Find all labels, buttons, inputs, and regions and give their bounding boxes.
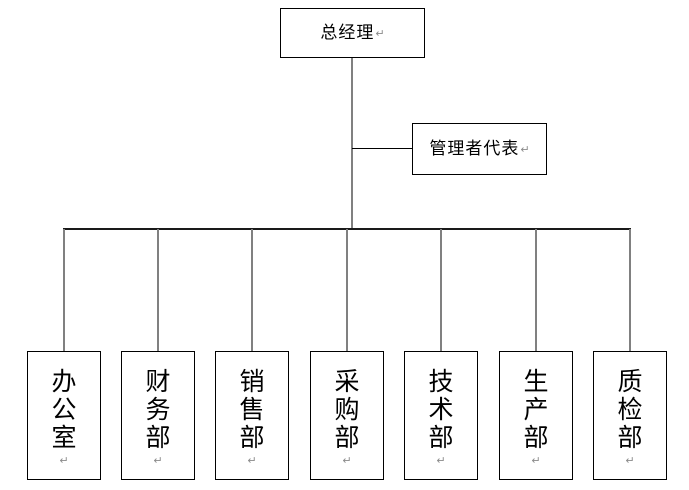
node-department-7-stack: 质 检 部 ↵	[617, 367, 643, 467]
node-department-4-stack: 采 购 部 ↵	[334, 367, 360, 467]
pilcrow-icon: ↵	[247, 454, 257, 467]
pilcrow-icon: ↵	[59, 454, 69, 467]
connector-drop-3	[251, 229, 253, 351]
connector-spine-vertical	[351, 58, 353, 230]
node-department-1-label: 办 公 室	[51, 367, 77, 452]
node-department-5-label: 技 术 部	[428, 367, 454, 452]
connector-drop-6	[535, 229, 537, 351]
pilcrow-icon: ↵	[520, 142, 530, 156]
node-department-6-label: 生 产 部	[523, 367, 549, 452]
node-management-representative[interactable]: 管理者代表↵	[412, 123, 547, 175]
node-general-manager-label: 总经理	[320, 22, 375, 43]
node-department-6[interactable]: 生 产 部 ↵	[499, 351, 573, 480]
node-department-2-label: 财 务 部	[145, 367, 171, 452]
node-management-representative-label: 管理者代表	[429, 138, 520, 159]
pilcrow-icon: ↵	[375, 26, 385, 40]
pilcrow-icon: ↵	[436, 454, 446, 467]
node-department-4-label: 采 购 部	[334, 367, 360, 452]
node-department-7[interactable]: 质 检 部 ↵	[593, 351, 667, 480]
pilcrow-icon: ↵	[625, 454, 635, 467]
connector-staff-horizontal	[352, 148, 413, 149]
connector-drop-5	[440, 229, 442, 351]
node-department-1[interactable]: 办 公 室 ↵	[27, 351, 101, 480]
node-department-7-label: 质 检 部	[617, 367, 643, 452]
pilcrow-icon: ↵	[342, 454, 352, 467]
pilcrow-icon: ↵	[531, 454, 541, 467]
node-department-5[interactable]: 技 术 部 ↵	[404, 351, 478, 480]
connector-drop-2	[157, 229, 159, 351]
connector-drop-4	[346, 229, 348, 351]
connector-drop-7	[629, 229, 631, 351]
node-department-4[interactable]: 采 购 部 ↵	[310, 351, 384, 480]
node-department-6-stack: 生 产 部 ↵	[523, 367, 549, 467]
node-department-5-stack: 技 术 部 ↵	[428, 367, 454, 467]
node-department-3[interactable]: 销 售 部 ↵	[215, 351, 289, 480]
node-department-3-label: 销 售 部	[239, 367, 265, 452]
node-general-manager[interactable]: 总经理↵	[280, 8, 425, 58]
pilcrow-icon: ↵	[153, 454, 163, 467]
connector-drop-1	[63, 229, 65, 351]
node-department-2-stack: 财 务 部 ↵	[145, 367, 171, 467]
node-department-3-stack: 销 售 部 ↵	[239, 367, 265, 467]
node-department-2[interactable]: 财 务 部 ↵	[121, 351, 195, 480]
node-department-1-stack: 办 公 室 ↵	[51, 367, 77, 467]
